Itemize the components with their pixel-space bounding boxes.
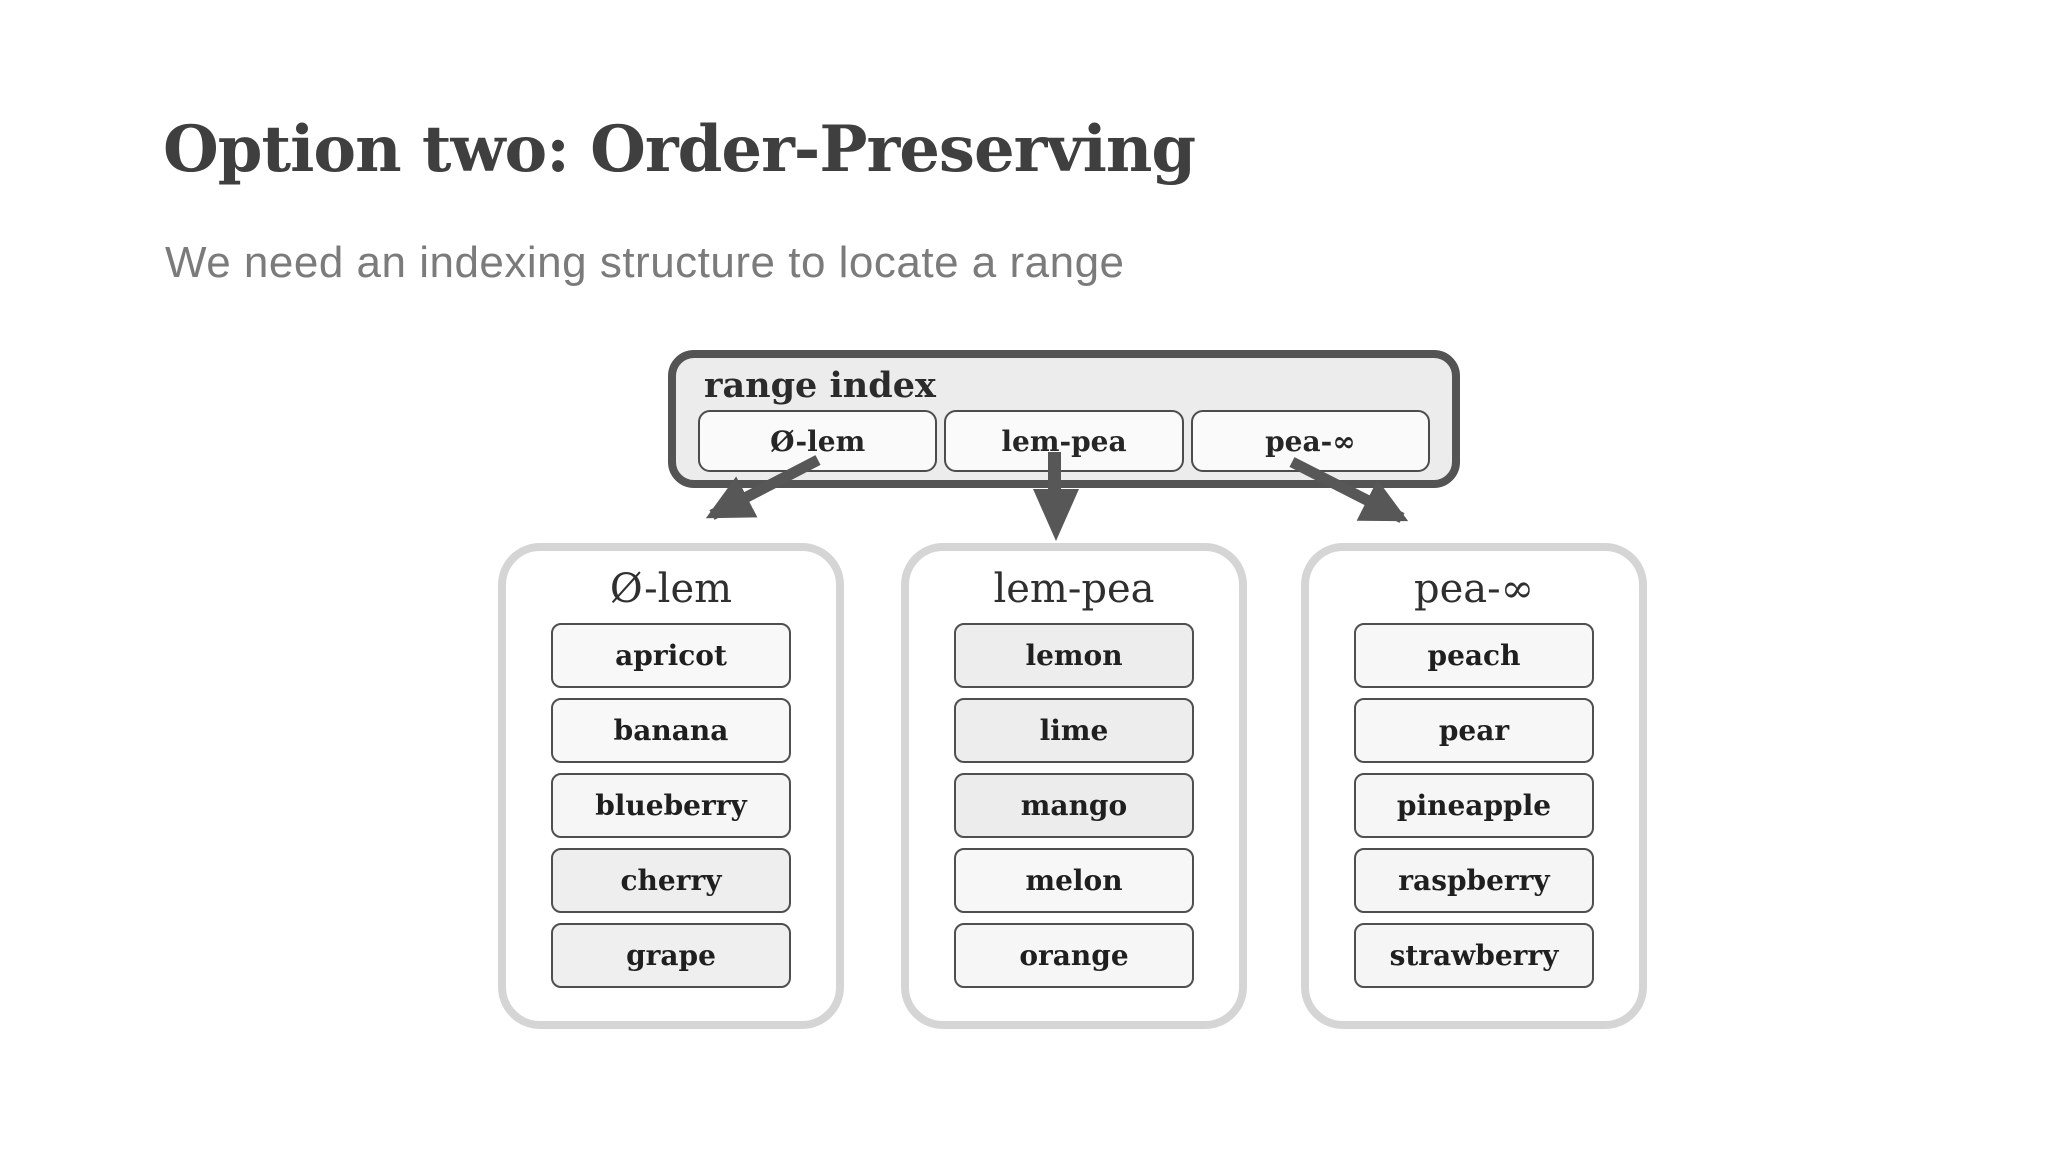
range-index-box: range index Ø-lem lem-pea pea-∞ — [668, 350, 1460, 488]
bucket-item-strawberry: strawberry — [1354, 923, 1594, 988]
page-title: Option two: Order-Preserving — [163, 112, 1196, 187]
bucket-item-mango: mango — [954, 773, 1194, 838]
bucket-item-lemon: lemon — [954, 623, 1194, 688]
bucket-header: pea-∞ — [1414, 566, 1534, 612]
bucket-item-cherry: cherry — [551, 848, 791, 913]
range-index-cell-pea-inf: pea-∞ — [1190, 410, 1430, 472]
bucket-items: lemon lime mango melon orange — [954, 623, 1194, 988]
bucket-item-banana: banana — [551, 698, 791, 763]
bucket-item-pear: pear — [1354, 698, 1594, 763]
range-index-label: range index — [704, 365, 936, 406]
range-index-cell-0-lem: Ø-lem — [698, 410, 938, 472]
bucket-column-0-lem: Ø-lem apricot banana blueberry cherry gr… — [498, 543, 844, 1029]
bucket-item-raspberry: raspberry — [1354, 848, 1594, 913]
bucket-item-lime: lime — [954, 698, 1194, 763]
page-subtitle: We need an indexing structure to locate … — [165, 238, 1125, 287]
bucket-column-pea-inf: pea-∞ peach pear pineapple raspberry str… — [1301, 543, 1647, 1029]
bucket-item-peach: peach — [1354, 623, 1594, 688]
bucket-item-blueberry: blueberry — [551, 773, 791, 838]
bucket-item-grape: grape — [551, 923, 791, 988]
bucket-item-melon: melon — [954, 848, 1194, 913]
bucket-item-orange: orange — [954, 923, 1194, 988]
range-index-cell-lem-pea: lem-pea — [944, 410, 1184, 472]
bucket-header: lem-pea — [993, 566, 1155, 612]
bucket-items: apricot banana blueberry cherry grape — [551, 623, 791, 988]
range-index-cells: Ø-lem lem-pea pea-∞ — [698, 410, 1430, 472]
bucket-header: Ø-lem — [609, 566, 733, 612]
bucket-item-apricot: apricot — [551, 623, 791, 688]
bucket-item-pineapple: pineapple — [1354, 773, 1594, 838]
bucket-column-lem-pea: lem-pea lemon lime mango melon orange — [901, 543, 1247, 1029]
bucket-items: peach pear pineapple raspberry strawberr… — [1354, 623, 1594, 988]
